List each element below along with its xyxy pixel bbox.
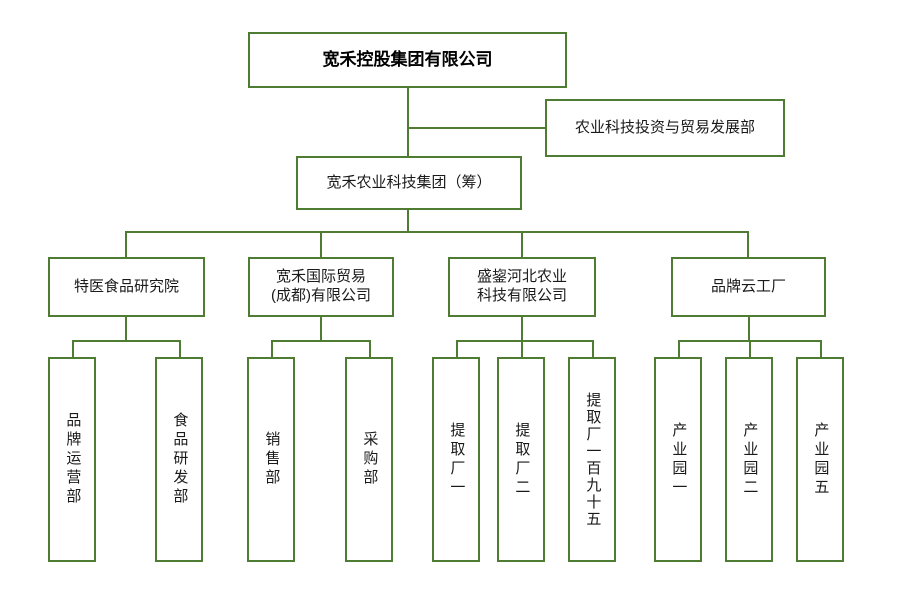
connector-drop-sub6 <box>521 340 523 357</box>
org-node-purchasing-dept: 采购部 <box>345 357 393 562</box>
org-node-brand-operation-dept: 品牌运营部 <box>48 357 96 562</box>
connector-stub-group4 <box>748 317 750 341</box>
connector-drop-sub9 <box>749 340 751 357</box>
org-node-food-research-institute: 特医食品研究院 <box>48 257 205 317</box>
connector-drop-division3 <box>521 231 523 257</box>
org-node-agritech-group: 宽禾农业科技集团（筹） <box>296 156 522 210</box>
org-node-sales-dept: 销售部 <box>247 357 295 562</box>
connector-subgroup-trunk <box>407 210 409 233</box>
org-node-holding-company: 宽禾控股集团有限公司 <box>248 32 567 88</box>
connector-level3-rail <box>125 231 749 233</box>
org-node-industrial-park-5: 产业园五 <box>796 357 844 562</box>
connector-stub-group3 <box>521 317 523 341</box>
org-node-investment-trade-dept: 农业科技投资与贸易发展部 <box>545 99 785 157</box>
connector-rail-group1 <box>72 340 181 342</box>
connector-drop-sub5 <box>456 340 458 357</box>
connector-staff-branch <box>407 127 545 129</box>
connector-drop-sub2 <box>179 340 181 357</box>
connector-drop-sub3 <box>271 340 273 357</box>
org-node-industrial-park-1: 产业园一 <box>654 357 702 562</box>
connector-drop-sub7 <box>592 340 594 357</box>
connector-root-trunk <box>407 88 409 156</box>
connector-rail-group3 <box>456 340 594 342</box>
org-node-extraction-plant-2: 提取厂二 <box>497 357 545 562</box>
connector-rail-group2 <box>271 340 371 342</box>
connector-stub-group2 <box>320 317 322 341</box>
connector-drop-division2 <box>320 231 322 257</box>
org-node-hebei-agritech-co: 盛鋆河北农业 科技有限公司 <box>448 257 596 317</box>
connector-drop-sub1 <box>72 340 74 357</box>
org-node-industrial-park-2: 产业园二 <box>725 357 773 562</box>
connector-drop-sub10 <box>820 340 822 357</box>
connector-drop-division1 <box>125 231 127 257</box>
org-node-extraction-plant-195: 提取厂一百九十五 <box>568 357 616 562</box>
org-node-international-trade-co: 宽禾国际贸易 (成都)有限公司 <box>248 257 394 317</box>
connector-drop-sub8 <box>678 340 680 357</box>
connector-drop-sub4 <box>369 340 371 357</box>
connector-drop-division4 <box>747 231 749 257</box>
org-node-brand-cloud-factory: 品牌云工厂 <box>671 257 826 317</box>
connector-stub-group1 <box>125 317 127 341</box>
org-node-extraction-plant-1: 提取厂一 <box>432 357 480 562</box>
org-node-food-rnd-dept: 食品研发部 <box>155 357 203 562</box>
